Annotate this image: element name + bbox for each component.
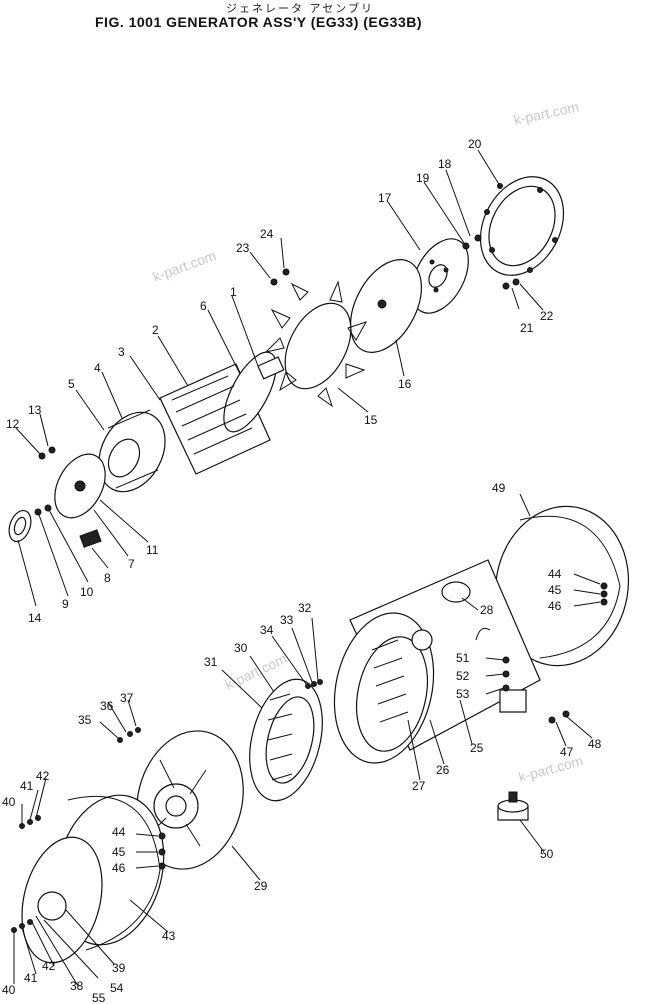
label-42: 42 (36, 769, 50, 783)
label-54: 54 (110, 981, 124, 995)
label-35: 35 (78, 713, 92, 727)
label-48: 48 (588, 737, 602, 751)
label-13: 13 (28, 403, 42, 417)
part-11-end-plate (54, 453, 106, 519)
label-52: 52 (456, 669, 470, 683)
label-14: 14 (28, 611, 42, 625)
label-45: 45 (548, 583, 562, 597)
part-2-rotor (159, 351, 285, 475)
label-40: 40 (2, 795, 16, 809)
figure-title: FIG. 1001 GENERATOR ASS'Y (EG33) (EG33B) (95, 14, 423, 30)
label-8: 8 (104, 571, 111, 585)
label-31: 31 (204, 655, 218, 669)
label-26: 26 (436, 763, 450, 777)
label-1: 1 (230, 285, 237, 299)
label-7: 7 (128, 557, 135, 571)
label-55: 55 (92, 991, 106, 1004)
label-40: 40 (2, 983, 16, 997)
label-38: 38 (70, 979, 84, 993)
label-43: 43 (162, 929, 176, 943)
label-27: 27 (412, 779, 426, 793)
label-19: 19 (416, 171, 430, 185)
part-labels: 1 2 3 4 5 6 7 8 9 10 11 12 13 14 15 16 1… (2, 137, 602, 1004)
label-17: 17 (378, 191, 392, 205)
label-4: 4 (94, 361, 101, 375)
label-15: 15 (364, 413, 378, 427)
label-53: 53 (456, 687, 470, 701)
part-39-end-cap (21, 836, 103, 964)
label-44: 44 (548, 567, 562, 581)
label-36: 36 (100, 699, 114, 713)
label-24: 24 (260, 227, 274, 241)
watermark: k-part.com (517, 752, 585, 785)
leader-lines (13, 149, 601, 987)
label-46: 46 (112, 861, 126, 875)
label-44: 44 (112, 825, 126, 839)
label-46: 46 (548, 599, 562, 613)
label-2: 2 (152, 323, 159, 337)
label-25: 25 (470, 741, 484, 755)
watermark: k-part.com (151, 247, 219, 285)
part-50-mount (497, 791, 529, 821)
label-28: 28 (480, 603, 494, 617)
label-50: 50 (540, 847, 554, 861)
label-42: 42 (42, 959, 56, 973)
part-20-adapter-ring (479, 176, 565, 276)
label-11: 11 (146, 543, 159, 557)
label-49: 49 (492, 481, 506, 495)
label-6: 6 (200, 299, 207, 313)
label-10: 10 (80, 585, 94, 599)
watermark: k-part.com (512, 99, 580, 128)
label-41: 41 (24, 971, 38, 985)
label-29: 29 (254, 879, 268, 893)
label-41: 41 (20, 779, 34, 793)
part-15-fan (264, 280, 368, 408)
label-12: 12 (6, 417, 20, 431)
label-20: 20 (468, 137, 482, 151)
label-21: 21 (520, 321, 534, 335)
label-3: 3 (118, 345, 125, 359)
label-22: 22 (540, 309, 554, 323)
label-5: 5 (68, 377, 75, 391)
part-4-exciter (98, 409, 166, 493)
label-45: 45 (112, 845, 126, 859)
label-34: 34 (260, 623, 274, 637)
label-47: 47 (560, 745, 574, 759)
part-8-diode (79, 529, 102, 548)
label-33: 33 (280, 613, 294, 627)
label-39: 39 (112, 961, 126, 975)
part-16-flex-plate (350, 259, 422, 353)
label-51: 51 (456, 651, 470, 665)
label-32: 32 (298, 601, 312, 615)
label-30: 30 (234, 641, 248, 655)
label-18: 18 (438, 157, 452, 171)
label-23: 23 (236, 241, 250, 255)
part-17-disc (411, 238, 469, 314)
part-30-stator-ring (249, 678, 323, 802)
label-9: 9 (62, 597, 69, 611)
part-49-cover (494, 505, 630, 667)
part-14-bearing (8, 509, 32, 543)
label-16: 16 (398, 377, 412, 391)
japanese-title: ジェネレータ アセンブリ (226, 2, 374, 15)
label-37: 37 (120, 691, 134, 705)
